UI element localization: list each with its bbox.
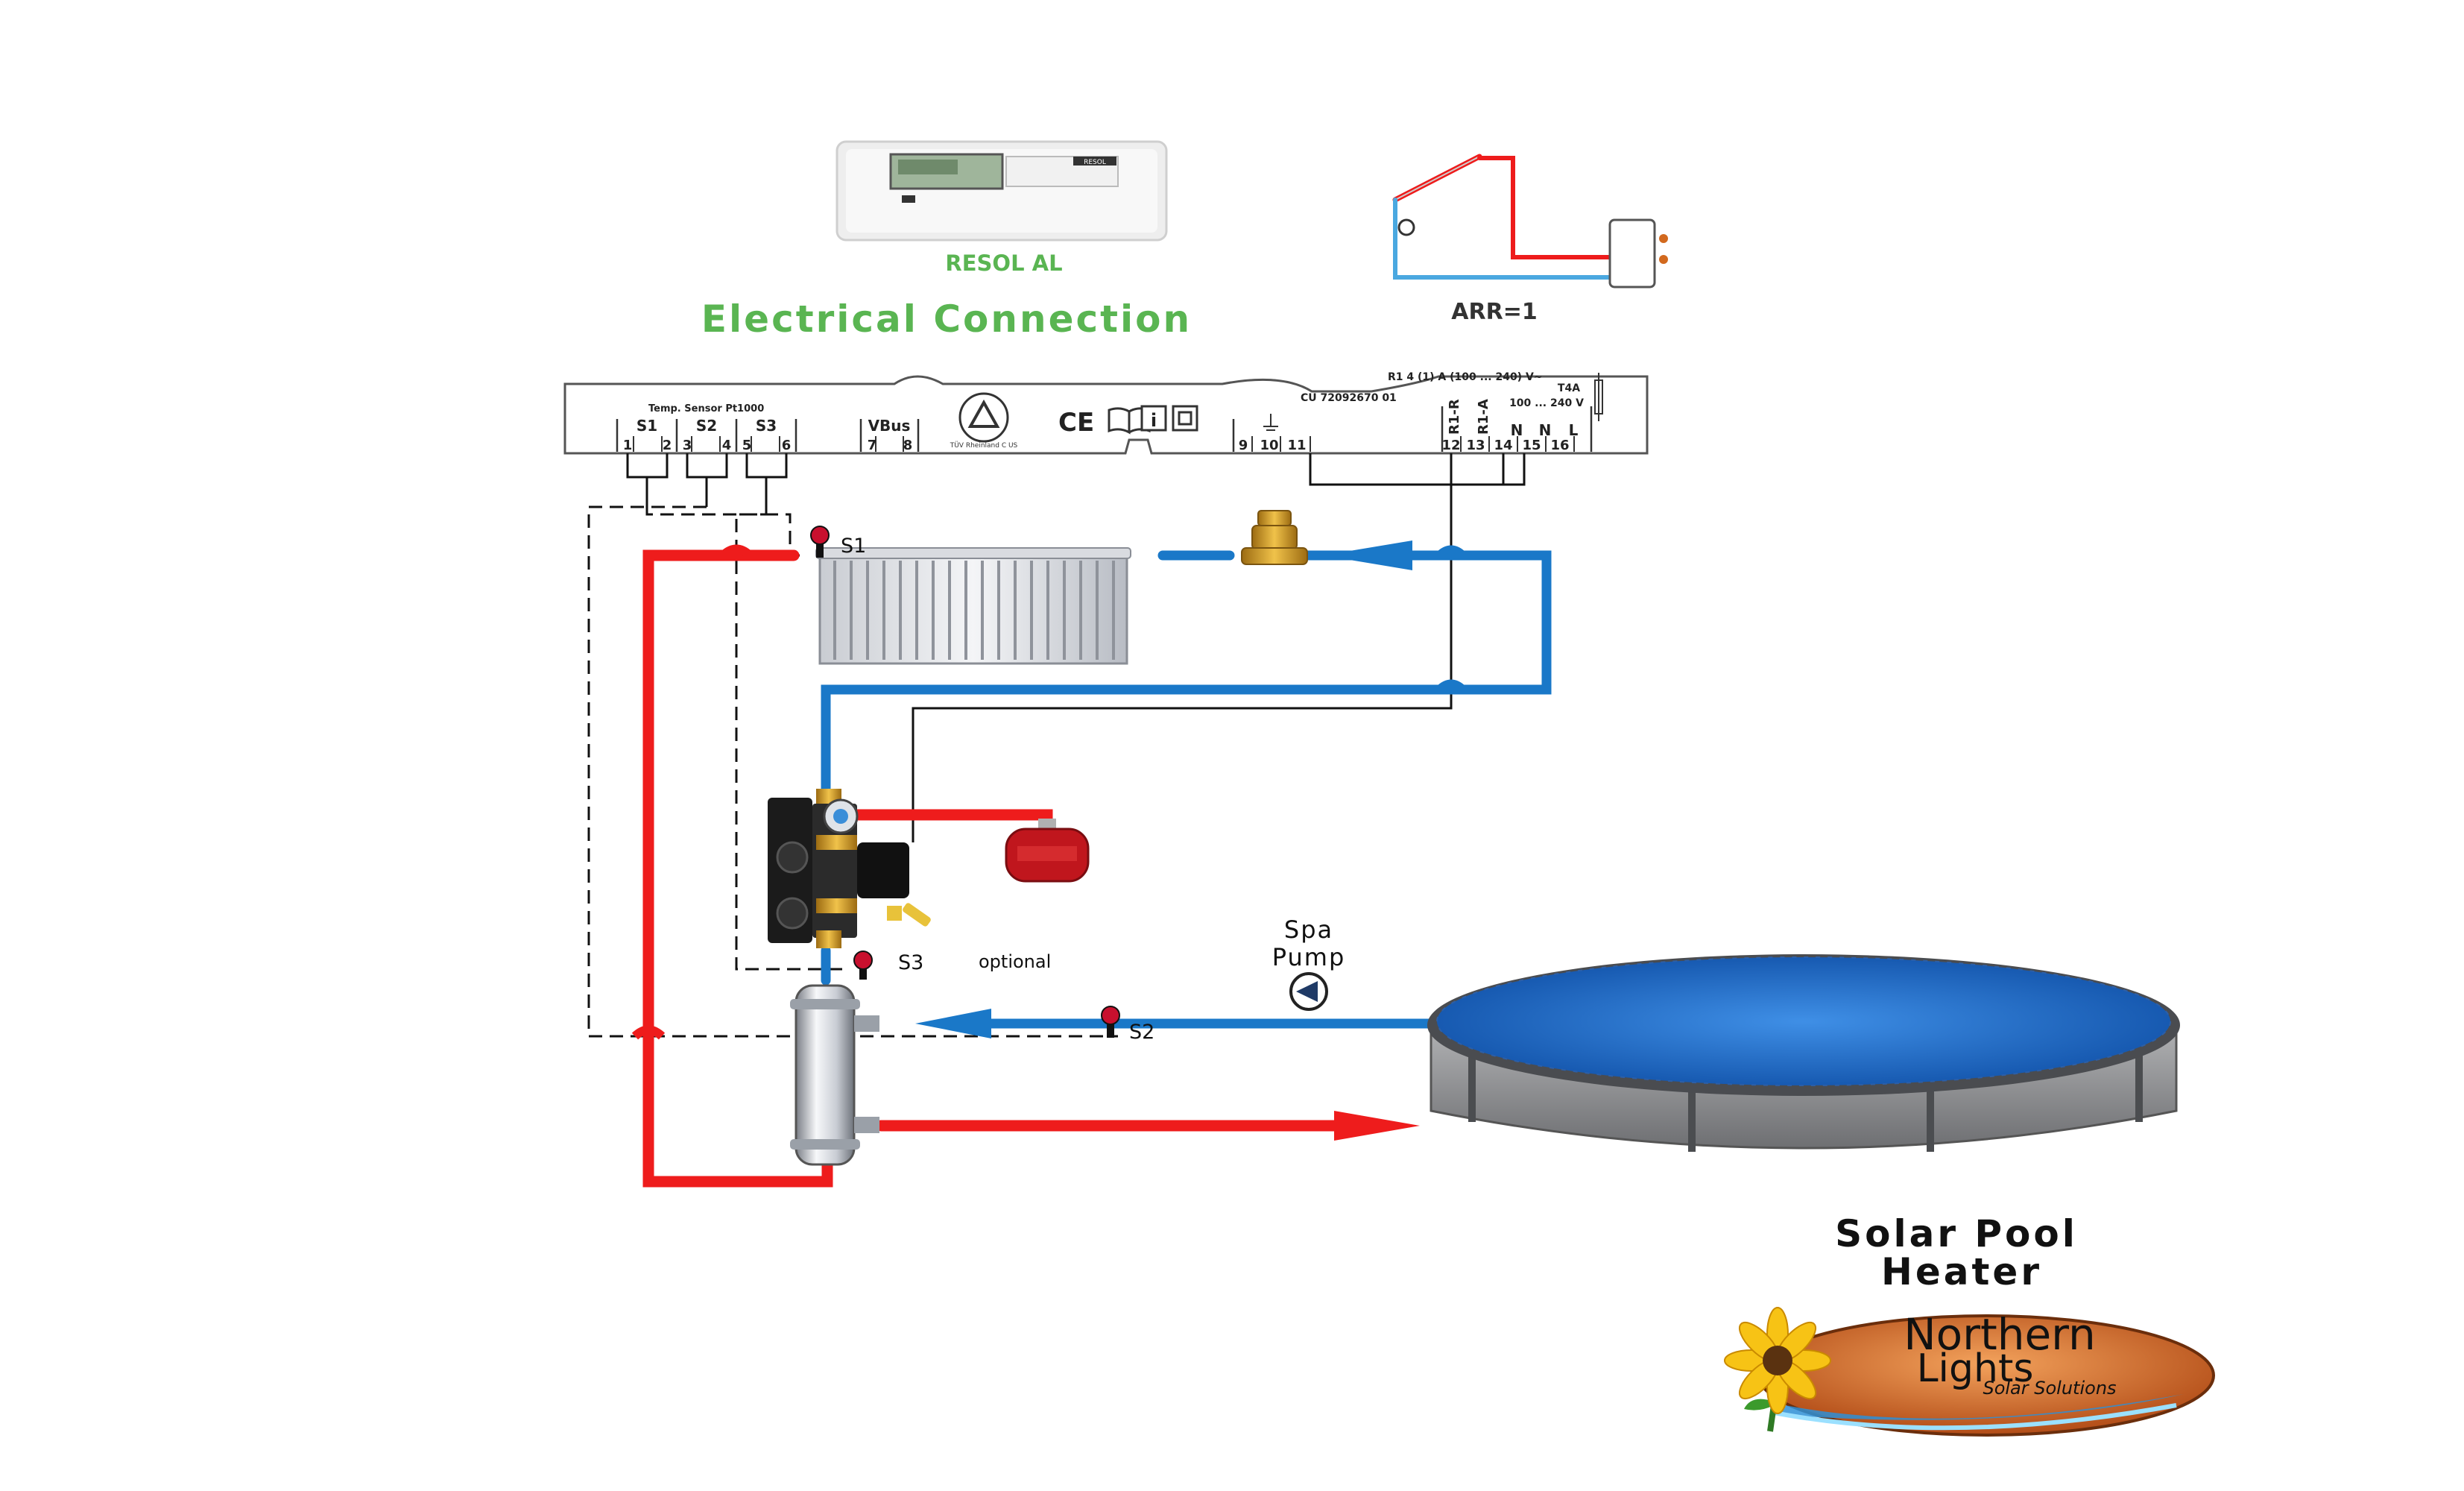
terminal-10: 10 — [1260, 438, 1278, 453]
sensor-wire-brackets — [626, 453, 788, 507]
terminal-16: 16 — [1550, 438, 1569, 453]
hot-pipe-crossovers — [631, 544, 754, 1040]
output-label-r1-r: R1-R — [1447, 399, 1462, 435]
terminal-9: 9 — [1239, 438, 1248, 453]
terminal-14: 14 — [1494, 438, 1512, 453]
voltage-rating: 100 ... 240 V — [1509, 397, 1584, 409]
output-label-n2: N — [1539, 421, 1552, 439]
fuse-rating: T4A — [1558, 382, 1580, 394]
solar-collector — [815, 547, 1131, 665]
terminal-8: 8 — [903, 438, 913, 453]
output-label-r1-a: R1-A — [1476, 399, 1491, 435]
terminal-dividers — [616, 406, 1593, 452]
sensor-s1-label: S1 — [841, 535, 866, 558]
system-schematic-icon: ARR=1 — [1392, 154, 1668, 325]
sensor-header: Temp. Sensor Pt1000 — [648, 403, 764, 414]
fuse-icon — [1594, 373, 1603, 421]
terminal-1: 1 — [623, 438, 633, 453]
air-vent-valve — [1241, 510, 1308, 565]
expansion-tank — [1005, 819, 1090, 883]
sensor-s2-label: S2 — [1129, 1021, 1154, 1044]
sunflower-icon — [1724, 1307, 1831, 1432]
terminal-12: 12 — [1441, 438, 1460, 453]
heat-exchanger — [790, 984, 879, 1166]
page-heading: Electrical Connection — [701, 297, 1192, 341]
svg-text:TÜV Rheinland C US: TÜV Rheinland C US — [950, 441, 1018, 450]
logo-line3: Solar Solutions — [1983, 1378, 2116, 1399]
pipe-crossovers — [1435, 545, 1467, 693]
output-label-l: L — [1569, 421, 1579, 439]
terminal-strip: Temp. Sensor Pt1000 S1 S2 S3 VBus — [563, 371, 1649, 455]
tuv-seal: TÜV Rheinland C US — [950, 392, 1018, 450]
system-code: ARR=1 — [1451, 299, 1537, 325]
diagram-title-line2: Heater — [1881, 1250, 2042, 1293]
controller-unit: RESOL RESOL AL — [835, 140, 1168, 276]
sensor-group-s3: S3 — [756, 417, 777, 435]
logo-line1: Northern — [1904, 1309, 2096, 1360]
logo-line2: Lights — [1917, 1346, 2034, 1391]
vbus-label: VBus — [868, 417, 911, 435]
diagram-title-line1: Solar Pool — [1835, 1212, 2078, 1255]
terminal-2: 2 — [663, 438, 672, 453]
flow-arrow-collector — [1323, 540, 1412, 570]
above-ground-pool — [1427, 954, 2180, 1152]
cu-code: CU 72092670 01 — [1301, 392, 1397, 404]
terminal-15: 15 — [1522, 438, 1541, 453]
ce-mark: CE — [1058, 408, 1094, 438]
flow-arrow-return — [915, 1009, 991, 1038]
sensor-s3: S3 — [853, 951, 923, 980]
pump-station — [768, 789, 931, 948]
spa-pump: Spa Pump — [1272, 915, 1346, 1011]
flow-arrow-pool-inlet — [1334, 1111, 1420, 1141]
controller-brand-badge: RESOL — [1084, 159, 1106, 166]
spa-pump-direction-icon — [1296, 981, 1318, 1002]
spa-pump-label-line2: Pump — [1272, 943, 1346, 971]
terminal-6: 6 — [782, 438, 792, 453]
output-label-n1: N — [1511, 421, 1523, 439]
northern-lights-logo: Northern Lights Solar Solutions — [1724, 1307, 2215, 1437]
double-insulation-icon — [1172, 405, 1198, 432]
info-icon: i — [1140, 405, 1167, 432]
relay-wiring — [912, 453, 1526, 842]
ground-icon — [1263, 414, 1278, 431]
sensor-s3-label: S3 — [898, 951, 923, 974]
sensor-group-s2: S2 — [696, 417, 717, 435]
sensor-s1: S1 — [810, 526, 866, 558]
terminal-3: 3 — [683, 438, 692, 453]
spa-pump-label-line1: Spa — [1284, 915, 1333, 944]
sensor-s2: S2 — [1101, 1006, 1154, 1044]
optional-label: optional — [979, 951, 1051, 972]
controller-name: RESOL AL — [945, 250, 1062, 276]
terminal-4: 4 — [722, 438, 732, 453]
terminal-7: 7 — [868, 438, 877, 453]
terminal-13: 13 — [1466, 438, 1485, 453]
terminal-11: 11 — [1287, 438, 1306, 453]
relay-spec: R1 4 (1) A (100 ... 240) V~ — [1388, 371, 1543, 383]
terminal-5: 5 — [742, 438, 752, 453]
sensor-group-s1: S1 — [636, 417, 657, 435]
svg-text:i: i — [1151, 410, 1157, 431]
terminal-tick-marks — [633, 436, 1575, 452]
